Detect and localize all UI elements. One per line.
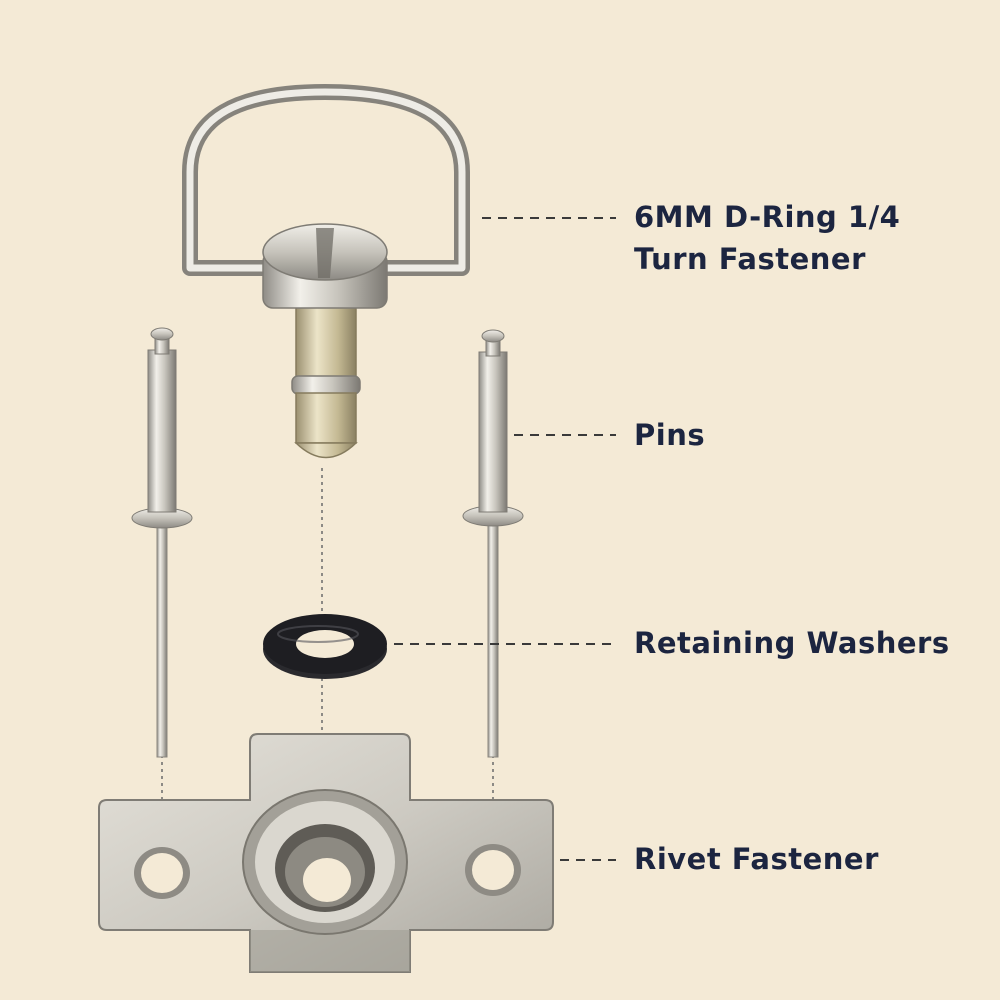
retaining-washers-label: Retaining Washers [634, 622, 950, 664]
d-ring-fastener-label: 6MM D-Ring 1/4 Turn Fastener [634, 196, 900, 280]
leader-lines [394, 218, 616, 860]
rivet-fastener-part [99, 734, 553, 972]
rivet-fastener-label: Rivet Fastener [634, 838, 879, 880]
right-pin-part [463, 330, 523, 757]
retaining-washer-part [263, 614, 387, 679]
left-pin-part [132, 328, 192, 757]
d-ring-fastener-label-line2: Turn Fastener [634, 238, 900, 280]
pins-label: Pins [634, 414, 705, 456]
d-ring-fastener-label-line1: 6MM D-Ring 1/4 [634, 196, 900, 238]
d-ring-fastener-part [190, 92, 462, 458]
